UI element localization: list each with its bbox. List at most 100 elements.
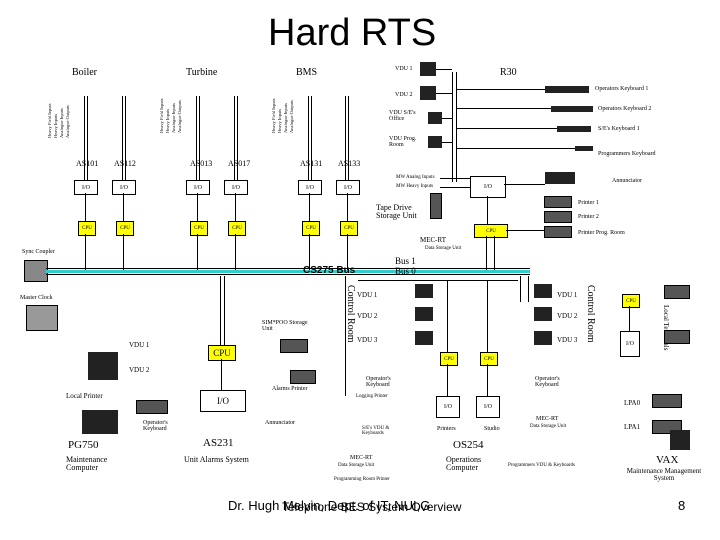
right-io: I/O (620, 331, 640, 357)
r30-bus-line (452, 72, 453, 182)
right-vdu2-monitor (534, 307, 552, 321)
section-r30: R30 (500, 67, 517, 78)
local-printer-label: Local Printer (66, 392, 103, 400)
mw-line (440, 187, 470, 188)
field-line (122, 96, 123, 180)
cr-cpu: CPU (480, 352, 498, 366)
field-input-label: Analogue Inputs (283, 103, 288, 133)
cr-io: I/O (476, 396, 500, 418)
cpu-module: CPU (228, 221, 246, 236)
data-storage-top-label: Data Storage Unit (425, 246, 462, 251)
left-ops-keyboard-label: Operator's Keyboard (143, 420, 168, 432)
cr-cpu-bus (487, 280, 488, 352)
io-module: I/O (336, 180, 360, 195)
right-cpu: CPU (622, 294, 640, 308)
module-as017: AS017 (228, 159, 251, 168)
cr-vdu3-label: VDU 3 (357, 336, 378, 344)
right-vdu3-monitor (534, 331, 552, 345)
module-as131: AS131 (300, 159, 323, 168)
cpu-bus-line (309, 234, 310, 272)
field-input-label: Analogue Outputs (65, 105, 70, 138)
printer-icon (544, 226, 572, 238)
r30-vdu2-label: VDU 2 (395, 92, 413, 98)
control-room-mid-label: Control Room (345, 285, 356, 343)
annunciator-icon (545, 172, 575, 184)
r30-link (436, 69, 452, 70)
right-data-storage-label: Data Storage Unit (530, 424, 567, 429)
right-control-room-label: Control Room (585, 285, 596, 343)
io-module: I/O (224, 180, 248, 195)
vax-label: VAX (656, 454, 679, 466)
bus1-label: Bus 1 (395, 256, 416, 266)
field-input-label: Analogue Inputs (171, 103, 176, 133)
control-room-bus (358, 280, 518, 281)
cpu-bus-line (123, 234, 124, 272)
field-line (345, 96, 346, 180)
mw-line (440, 178, 470, 179)
r30-cpu-down-line (494, 236, 495, 270)
field-line (237, 96, 238, 180)
cr-vdu1-monitor (415, 284, 433, 298)
clock-icon (26, 305, 58, 331)
printer2-label: Printer 2 (578, 214, 599, 220)
as231-label: AS231 (203, 437, 234, 449)
r30-vdu1-monitor (420, 62, 436, 76)
prog-keyboard-label: Programmers Keyboard (598, 151, 656, 157)
cr-io: I/O (436, 396, 460, 418)
bus0-label: Bus 0 (395, 266, 416, 276)
field-input-label: Heavy Field Inputs (47, 103, 52, 139)
io-cpu-line (347, 193, 348, 221)
printer-prog-label: Printer Prog. Room (578, 230, 625, 236)
keyboard-icon (545, 86, 589, 93)
io-cpu-line (197, 193, 198, 221)
mec-rt-top-label: MEC-RT (420, 236, 447, 244)
printer1-label: Printer 1 (578, 200, 599, 206)
cr-vdu3-monitor (415, 331, 433, 345)
field-line (84, 96, 85, 180)
r30-link (436, 93, 452, 94)
r30-vdu-prog-monitor (428, 136, 442, 148)
mw-heavy-label: MW Heavy Inputs (396, 184, 434, 189)
cr-cpu-bus (447, 280, 448, 352)
sync-coupler-label: Sync Coupler (22, 249, 55, 255)
annunciator-label: Annunciator (612, 178, 642, 184)
io-cpu-line (123, 193, 124, 221)
right-vdu3-label: VDU 3 (557, 336, 578, 344)
cpu-bus-line (235, 234, 236, 272)
keyboard-icon (575, 146, 593, 151)
right-vdu1-label: VDU 1 (557, 291, 578, 299)
module-as013: AS013 (190, 159, 213, 168)
master-clock-label: Master Clock (20, 295, 53, 301)
page-number: 8 (678, 498, 686, 513)
studio-label: Studio (484, 426, 500, 432)
logging-printer-label: Logging Printer (356, 394, 388, 399)
prog-printer-label: Programming Room Printer (334, 477, 390, 482)
field-input-label: Heavy Inputs (53, 113, 58, 138)
right-ops-keyboard-label: Operator's Keyboard (535, 376, 560, 388)
cr-data-storage-label: Data Storage Unit (338, 463, 375, 468)
io-cpu-line (309, 193, 310, 221)
control-room-divider (345, 276, 346, 396)
pg750-icon (82, 410, 118, 434)
cpu-module: CPU (190, 221, 208, 236)
terminal-icon (664, 330, 690, 344)
keyboard-icon (557, 126, 591, 132)
r30-vdu-se-label: VDU S/E's Office (389, 110, 416, 122)
field-line (87, 96, 88, 180)
maintenance-label: Maintenance Computer (66, 455, 108, 472)
field-input-label: Heavy Inputs (165, 108, 170, 133)
bus0-line (46, 274, 530, 275)
r30-link (457, 108, 551, 109)
left-annunciator-label: Annunciator (265, 420, 295, 426)
ops-keyboard1-label: Operators Keyboard 1 (595, 86, 649, 92)
io-cpu-line (235, 193, 236, 221)
cs275-bus-line (46, 270, 530, 273)
left-io: I/O (200, 390, 246, 412)
lpa0-printer-icon (652, 394, 682, 408)
r30-vdu-prog-label: VDU Prog. Room (389, 136, 417, 148)
bus1-line (46, 268, 530, 269)
section-turbine: Turbine (186, 67, 218, 78)
footer-subtitle: Telephone BES System Overview (282, 500, 462, 514)
r30-cpu-down-line (486, 236, 487, 270)
cr-vdu2-label: VDU 2 (357, 312, 378, 320)
